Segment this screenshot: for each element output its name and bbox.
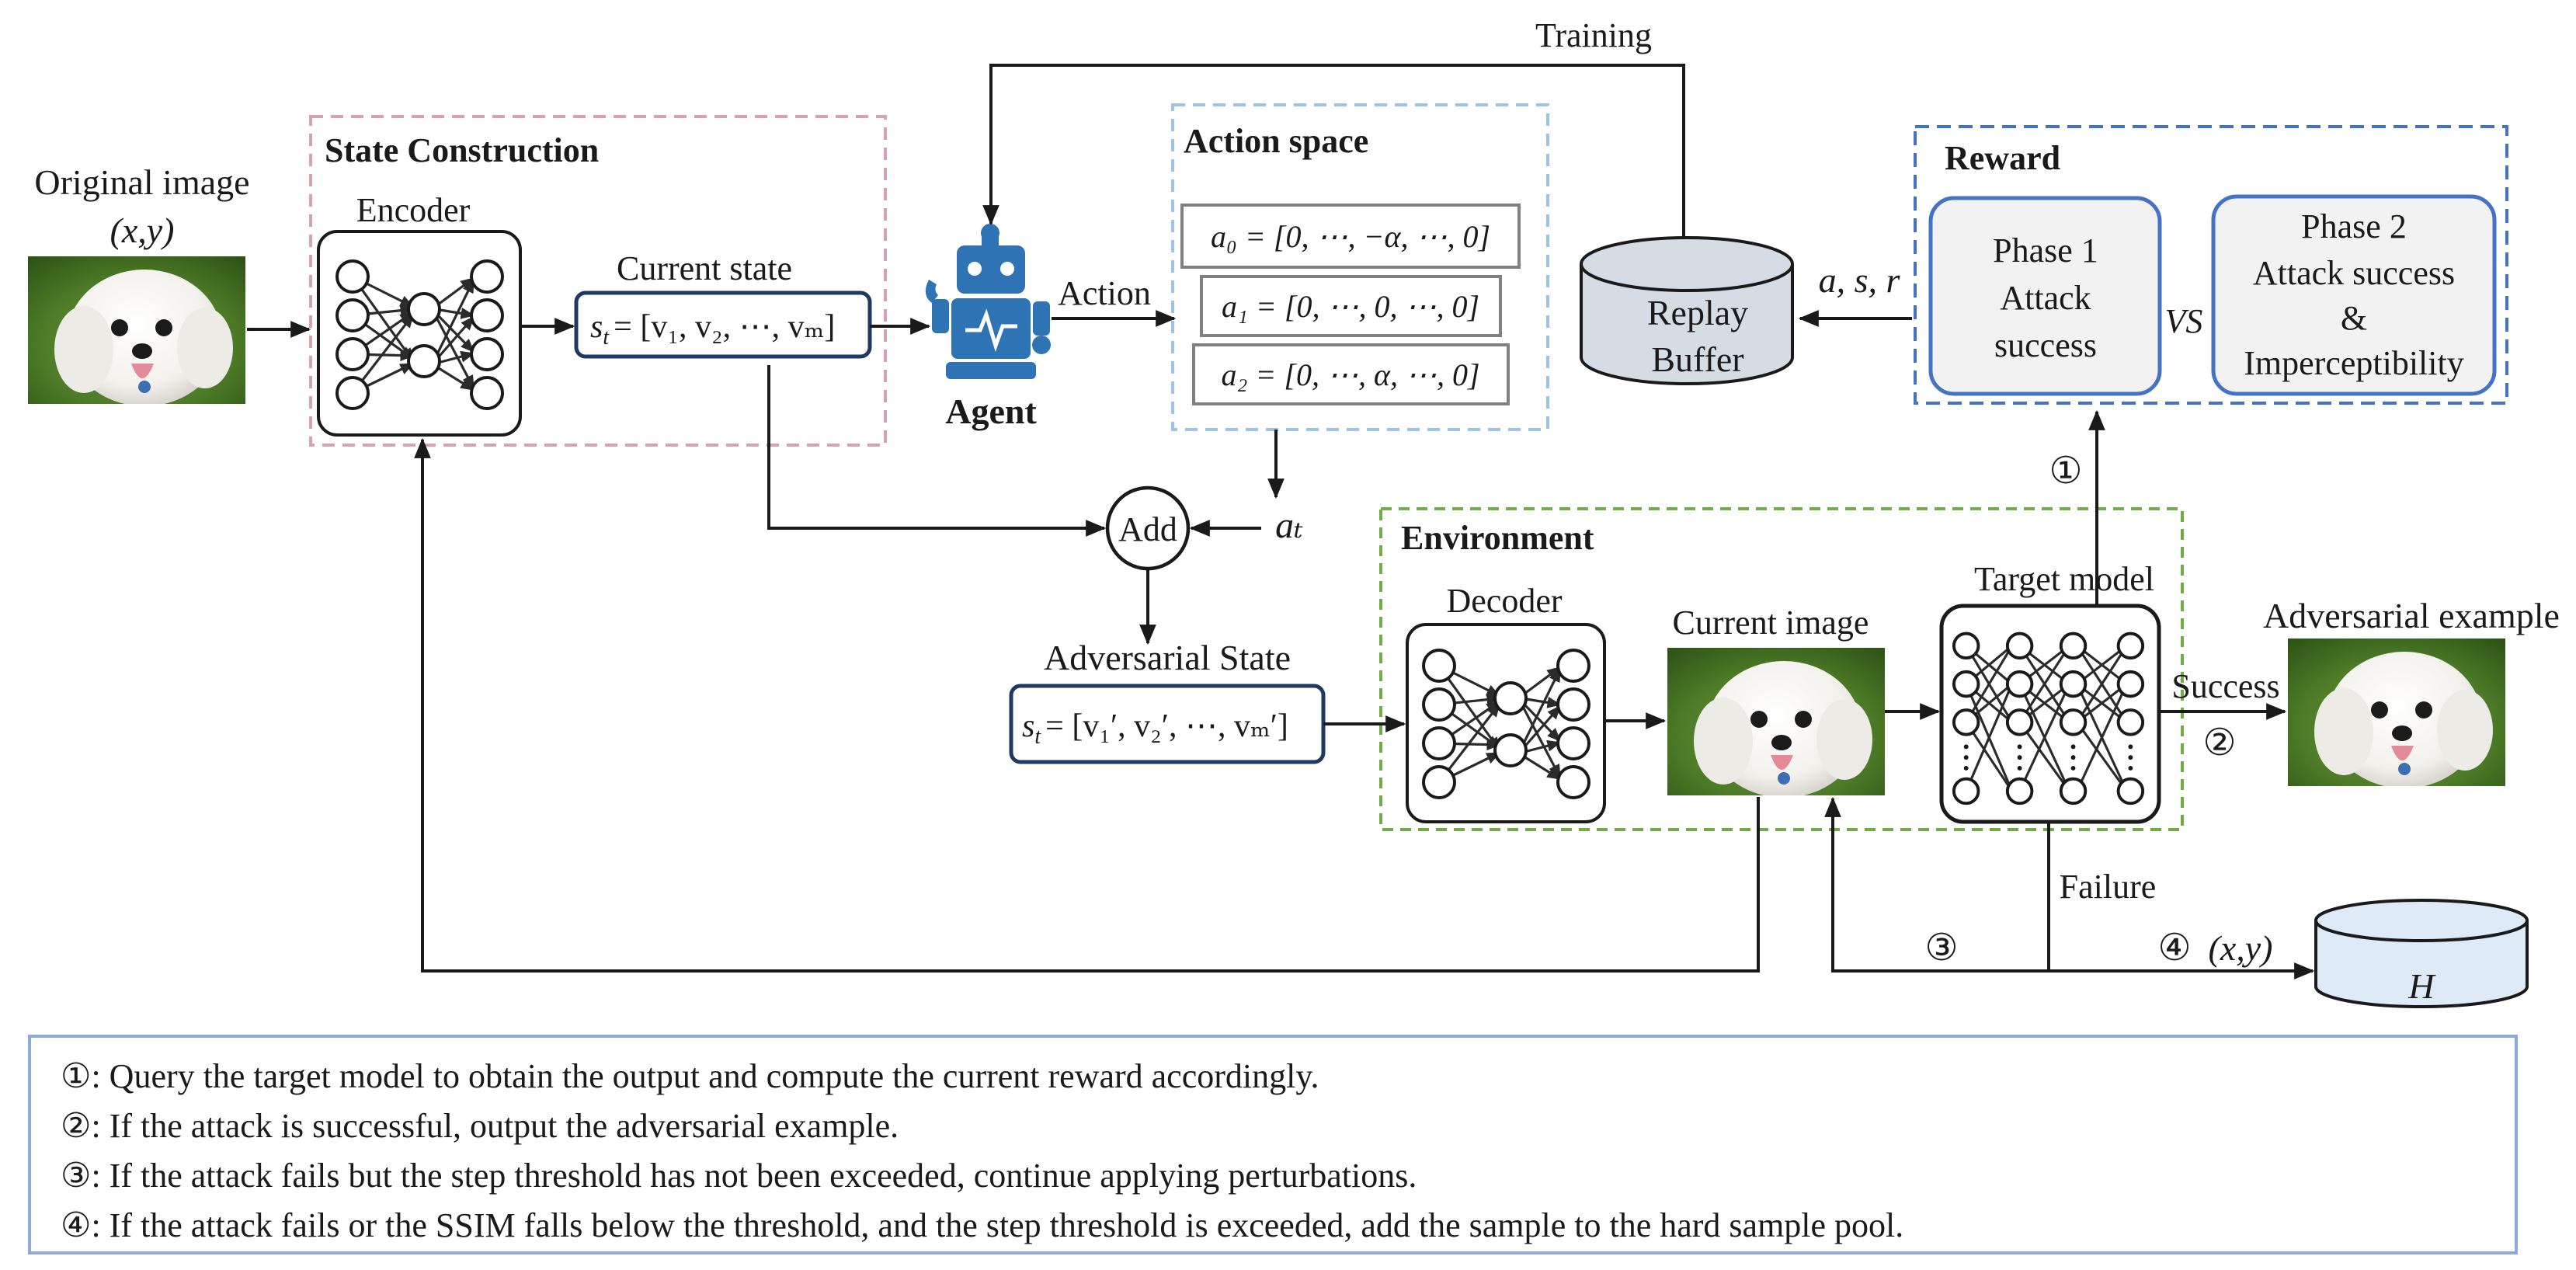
replay-tuple-label: a, s, r — [1819, 260, 1901, 300]
step2-marker: ② — [2202, 722, 2236, 764]
action-label: Action — [1058, 274, 1151, 312]
replay-buffer-line1: Replay — [1647, 293, 1748, 332]
add-label: Add — [1118, 510, 1177, 548]
action-text-a2: a₂ = [0, ⋯, α, ⋯, 0] — [1221, 357, 1479, 392]
action-text-a1: a₁ = [0, ⋯, 0, ⋯, 0] — [1222, 289, 1479, 324]
reward-phase2-line2: Attack success — [2253, 254, 2455, 292]
reward-title: Reward — [1945, 139, 2060, 177]
agent-label: Agent — [945, 391, 1037, 431]
reward-phase2-line1: Phase 2 — [2301, 207, 2407, 245]
original-image-coords: (x,y) — [110, 211, 175, 250]
action-text-a0: a₀ = [0, ⋯, −α, ⋯, 0] — [1211, 219, 1490, 254]
environment-title: Environment — [1401, 519, 1594, 557]
action-box-a2 — [1192, 343, 1510, 405]
reward-phase1-box — [1928, 196, 2162, 396]
action-box-a0 — [1180, 204, 1521, 269]
action-space-title: Action space — [1184, 122, 1368, 160]
step4-tuple: (x,y) — [2209, 928, 2273, 968]
replay-buffer-line2: Buffer — [1651, 339, 1743, 379]
replay-buffer-cylinder-icon — [1580, 236, 1794, 385]
current-state-formula: st= [v₁, v₂, ⋯, vₘ] — [590, 309, 835, 350]
hard-pool-label: H — [2407, 966, 2436, 1006]
step1-marker: ① — [2049, 451, 2082, 492]
original-dog-photo — [28, 256, 245, 404]
current-image-label: Current image — [1673, 604, 1869, 642]
connectors — [247, 64, 2315, 979]
action-space-box — [1171, 103, 1549, 431]
note-step3: ③: If the attack fails but the step thre… — [61, 1157, 1417, 1195]
current-state-label: Current state — [617, 249, 792, 287]
adversarial-dog-photo — [2288, 638, 2505, 786]
note-step4: ④: If the attack fails or the SSIM falls… — [61, 1206, 1904, 1244]
reward-phase2-box — [2211, 194, 2497, 396]
adversarial-example-label: Adversarial example — [2263, 596, 2560, 635]
agent-robot-icon — [925, 224, 1051, 379]
reward-phase2-line4: Imperceptibility — [2244, 344, 2463, 382]
reward-phase1-line1: Phase 1 — [1993, 231, 2098, 270]
reward-phase1-line2: Attack — [2000, 279, 2091, 317]
state-construction-box — [309, 115, 887, 447]
adversarial-state-formula: st= [v₁′, v₂′, ⋯, vₘ′] — [1022, 708, 1288, 749]
reward-vs-label: VS — [2165, 302, 2203, 340]
hard-pool-cylinder-icon — [2314, 899, 2529, 1008]
reward-phase2-line3: & — [2341, 299, 2367, 337]
original-image-label: Original image — [34, 162, 249, 202]
note-step1: ①: Query the target model to obtain the … — [61, 1057, 1319, 1095]
encoder-label: Encoder — [356, 191, 471, 229]
current-dog-photo — [1667, 648, 1885, 795]
reward-box — [1914, 125, 2508, 405]
action-box-a1 — [1200, 275, 1502, 337]
adversarial-state-label: Adversarial State — [1044, 638, 1291, 677]
environment-box — [1379, 507, 2184, 831]
notes-panel: ①: Query the target model to obtain the … — [28, 1035, 2518, 1254]
action-at-label: aₜ — [1275, 505, 1303, 546]
failure-label: Failure — [2060, 868, 2157, 906]
step4-marker: ④ — [2157, 927, 2191, 969]
reward-phase1-line3: success — [1994, 326, 2097, 364]
note-step2: ②: If the attack is successful, output t… — [61, 1107, 899, 1145]
step3-marker: ③ — [1924, 927, 1958, 969]
training-label: Training — [1535, 16, 1652, 54]
decoder-label: Decoder — [1446, 582, 1562, 620]
success-label: Success — [2171, 667, 2279, 705]
state-construction-title: State Construction — [325, 131, 599, 169]
target-model-label: Target model — [1974, 560, 2154, 598]
